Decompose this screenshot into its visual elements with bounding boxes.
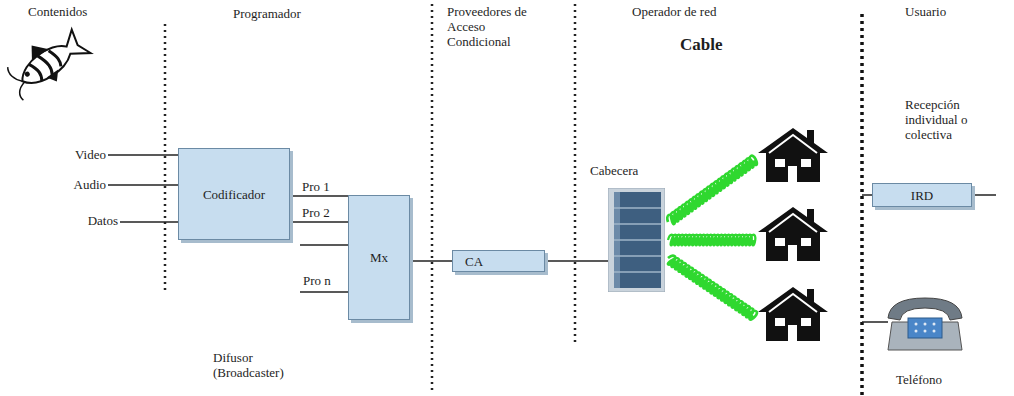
house-icon (758, 207, 828, 261)
house-icon (758, 128, 828, 182)
rack-cabinet (608, 188, 665, 292)
input-wire (108, 154, 178, 156)
signal-name: Datos (68, 213, 118, 228)
signal-connector (410, 260, 452, 262)
broadcaster-note: Difusor (Broadcaster) (213, 350, 313, 380)
section-title: Operador de red (632, 4, 716, 19)
house-icon (758, 287, 828, 341)
signal-connector (290, 195, 348, 197)
section-title: Contenidos (28, 4, 87, 19)
node-label: Cabecera (590, 163, 670, 178)
receiver-wire (862, 194, 872, 196)
encoder-box: Codificador (178, 148, 290, 240)
section-title: Proveedores de Acceso Condicional (447, 4, 529, 49)
node-label: Mx (370, 250, 388, 265)
rack-shape (608, 188, 665, 292)
section-title: Usuario (905, 4, 946, 19)
section-divider (164, 24, 167, 290)
section-divider (574, 4, 577, 345)
multiplexer-box: Mx (348, 195, 410, 320)
cable-spring (665, 155, 759, 227)
receiver-wire (975, 194, 996, 196)
signal-name: Audio (58, 177, 106, 192)
fish-illustration (0, 20, 93, 103)
receiver-box: IRD (872, 183, 972, 207)
section-divider (431, 4, 434, 390)
node-label: IRD (911, 188, 933, 203)
section-divider (860, 14, 864, 396)
network-type: Cable (680, 35, 723, 55)
signal-name: Video (58, 147, 106, 162)
node-label: Codificador (203, 187, 265, 202)
telephone-icon (888, 298, 962, 350)
input-wire (120, 221, 178, 223)
cable-spring (665, 254, 758, 321)
reception-note: Recepción individual o colectiva (905, 97, 987, 142)
headend-rack: Cabecera (590, 163, 670, 293)
section-title: Programador (233, 6, 301, 21)
program-name: Pro n (303, 273, 331, 288)
device-name: Teléfono (896, 372, 942, 387)
signal-connector (290, 221, 348, 223)
program-wire (300, 244, 348, 246)
phone-wire (862, 321, 888, 323)
input-wire (108, 184, 178, 186)
program-name: Pro 2 (301, 206, 331, 220)
signal-connector (545, 260, 608, 262)
program-name: Pro 1 (301, 180, 331, 194)
cable-spring (668, 235, 755, 246)
conditional-access-box: CA (452, 250, 545, 272)
program-wire (300, 291, 348, 293)
node-label: CA (465, 254, 483, 269)
